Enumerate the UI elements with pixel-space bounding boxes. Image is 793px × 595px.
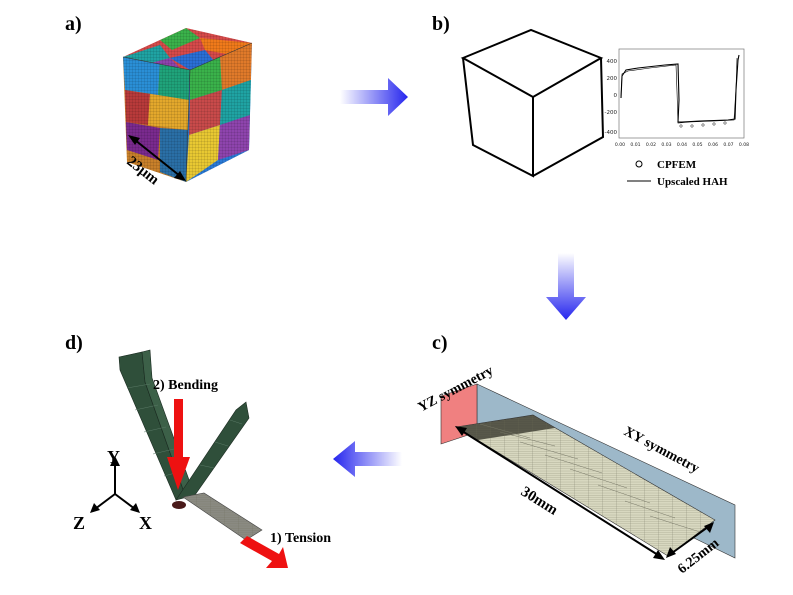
x-tick-7: 0.07 [723,142,733,148]
cpfem-marker [690,124,694,128]
axis-label-x: X [139,513,152,533]
plot-frame [618,48,745,139]
y-tick-0: 0 [614,93,618,99]
legend-label-cpfem: CPFEM [657,159,697,171]
flow-arrow-a-to-b [340,78,408,116]
cpfem-curve [620,57,738,124]
cpfem-markers [679,121,727,128]
dimension-arrow-23um [128,135,186,181]
panel-label-c: c) [432,332,448,354]
legend-marker-cpfem [635,160,643,168]
panel-label-b: b) [432,13,450,35]
homogenized-cube-wireframe [460,28,605,178]
cpfem-marker [679,124,683,128]
x-tick-3: 0.03 [661,142,671,148]
axis-label-y: Y [107,447,120,467]
bent-shell-right-wall [175,401,250,501]
cpfem-marker [701,123,705,127]
specimen-fe-model [440,383,736,559]
y-tick-200: 200 [607,76,618,82]
y-tick-minus200: -200 [605,110,618,116]
x-tick-2: 0.02 [646,142,656,148]
x-tick-4: 0.04 [677,142,687,148]
coordinate-axes-triad [90,456,140,513]
x-tick-0: 0.00 [615,142,625,148]
plot-x-ticks: 0.00 0.01 0.02 0.03 0.04 0.05 0.06 0.07 … [615,142,749,148]
dimension-arrow-30mm [455,426,665,560]
y-tick-minus400: -400 [605,130,618,136]
dimension-arrow-6-25mm [666,522,714,558]
panel-label-a: a) [65,13,82,35]
upscaled-hah-curve [620,54,740,123]
flow-arrow-c-to-d [333,441,402,477]
plot-y-ticks: 400 200 0 -200 -400 [605,59,618,136]
rve-grain-cube [122,28,253,183]
tension-label: 1) Tension [270,531,331,546]
flow-arrow-b-to-c [546,253,586,320]
legend-label-upscaled-hah: Upscaled HAH [657,176,728,188]
x-tick-6: 0.06 [708,142,718,148]
x-tick-5: 0.05 [692,142,702,148]
x-tick-8: 0.08 [739,142,749,148]
bending-label: 2) Bending [153,378,218,393]
panel-label-d: d) [65,332,83,354]
bending-arrow [167,399,190,490]
cpfem-marker [723,121,727,125]
x-tick-1: 0.01 [630,142,640,148]
plot-legend: CPFEM Upscaled HAH [627,159,728,188]
tension-arrow [240,536,288,568]
y-tick-400: 400 [607,59,618,65]
cpfem-marker [712,122,716,126]
hysteresis-plot: 400 200 0 -200 -400 0.00 0.01 0.02 0.03 … [605,48,749,148]
axis-label-z: Z [73,513,85,533]
roller-pin [172,501,186,509]
